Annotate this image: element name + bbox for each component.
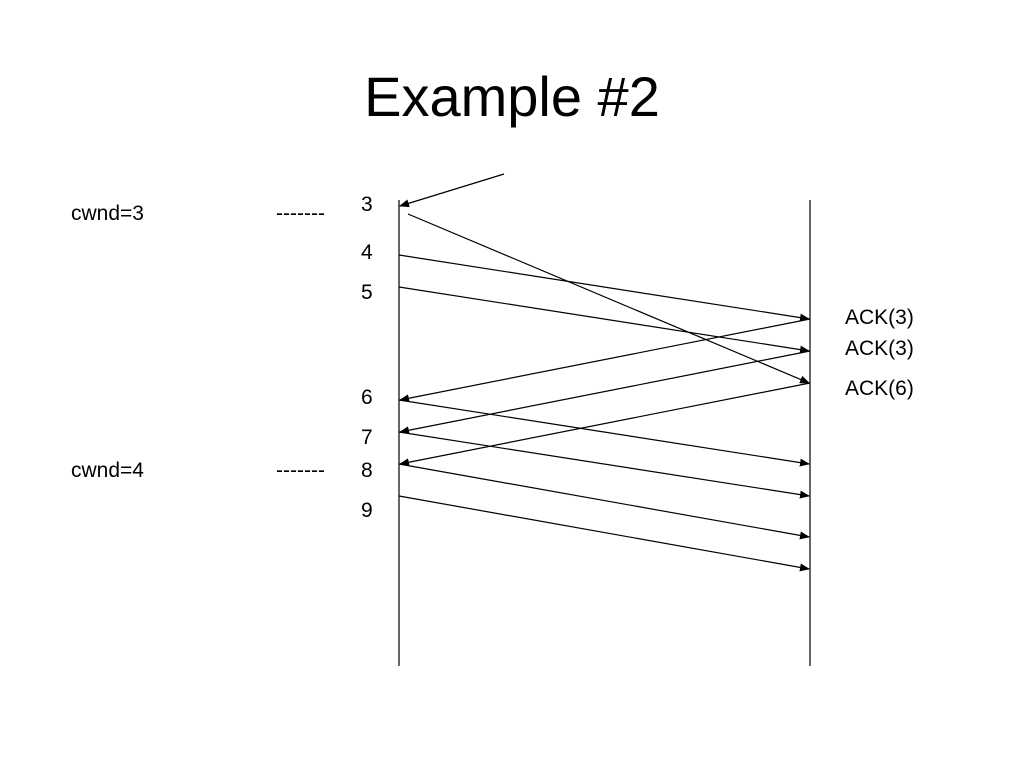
packet-number-4: 4 <box>361 241 373 264</box>
ack-2-arrow <box>399 350 811 435</box>
packet-7-arrow <box>398 431 810 499</box>
packet-number-8: 8 <box>361 459 373 482</box>
ack-1-arrow <box>399 318 811 403</box>
slide-title: Example #2 <box>364 65 660 128</box>
window-label-cwnd-4: cwnd=4 <box>71 459 144 482</box>
packet-6-arrow <box>398 399 810 467</box>
window-label-cwnd-3: cwnd=3 <box>71 202 144 225</box>
packet-number-3: 3 <box>361 193 373 216</box>
packet-number-5: 5 <box>361 281 373 304</box>
packet-number-9: 9 <box>361 499 373 522</box>
packet-9-arrow <box>398 495 810 572</box>
packet-number-6: 6 <box>361 386 373 409</box>
window-marker-cwnd-3: ------- <box>276 202 325 225</box>
ack-3-arrow <box>399 382 811 467</box>
packet-8-arrow <box>398 463 810 540</box>
packet-5-arrow <box>398 286 810 354</box>
packet-number-7: 7 <box>361 426 373 449</box>
ack-label-3: ACK(6) <box>845 377 914 400</box>
ack-label-1: ACK(3) <box>845 306 914 329</box>
packet-3-arrow <box>407 213 810 384</box>
packet-4-arrow <box>398 254 810 322</box>
incoming-ack-arrow <box>399 173 505 208</box>
window-marker-cwnd-4: ------- <box>276 459 325 482</box>
ack-label-2: ACK(3) <box>845 337 914 360</box>
